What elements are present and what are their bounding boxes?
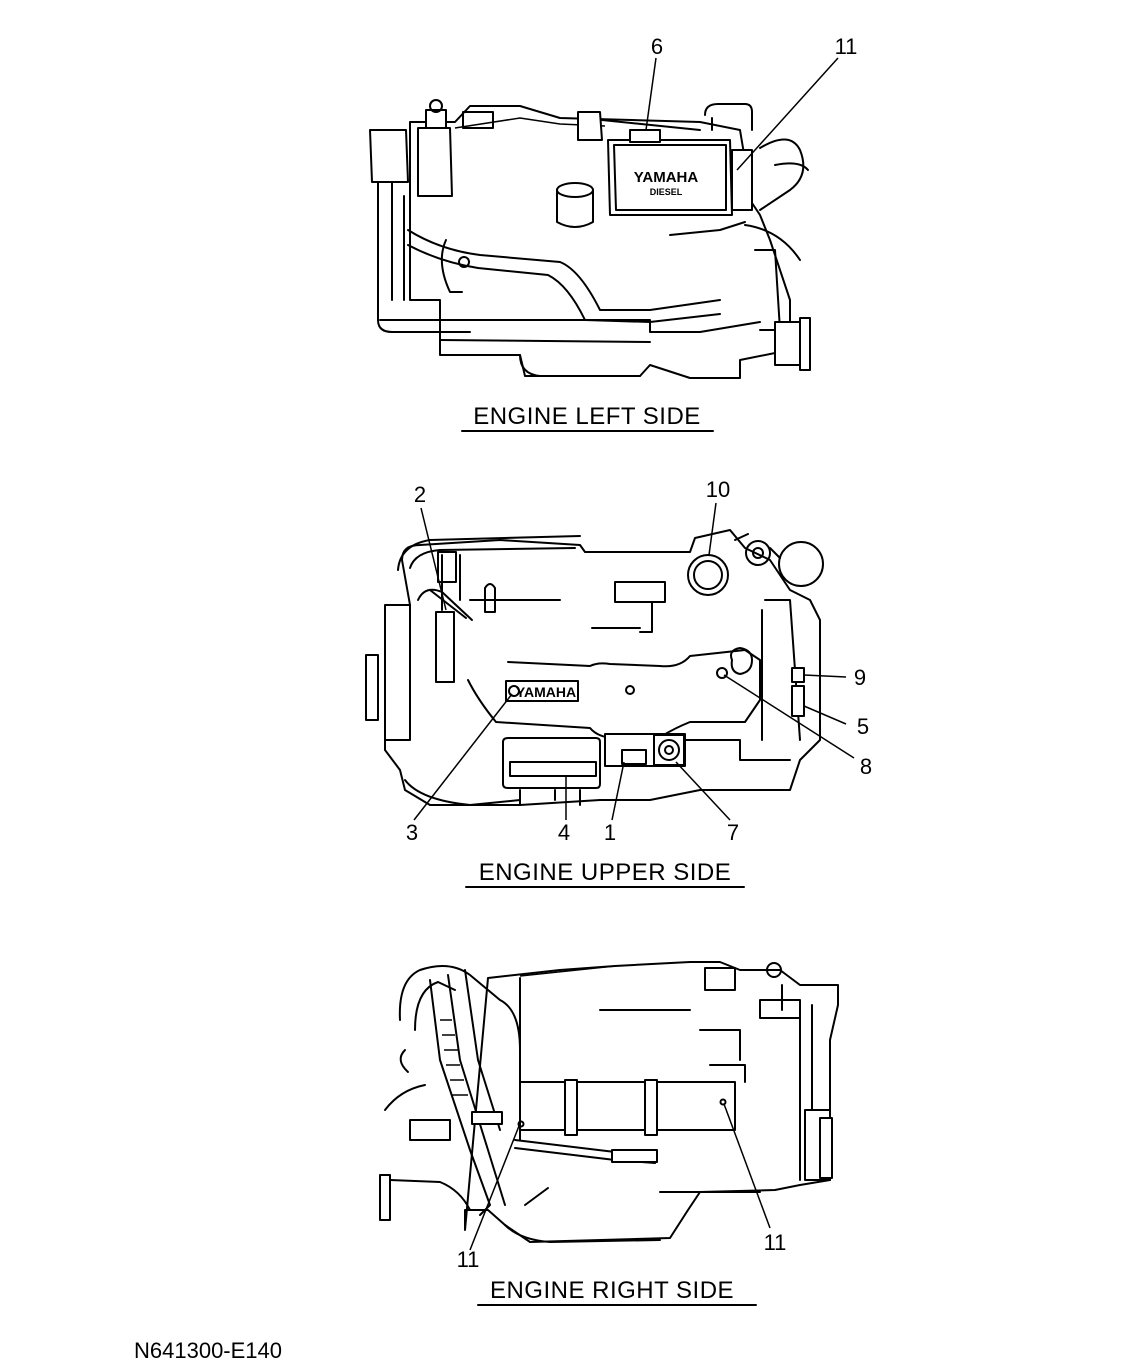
engine-right-side-drawing: [379, 961, 839, 1243]
engine-right-side-view: 11 11 ENGINE RIGHT SIDE: [379, 961, 839, 1306]
callout-8: 8: [860, 754, 872, 779]
left-view-brand-label: YAMAHA: [634, 169, 699, 186]
callout-7: 7: [727, 820, 739, 845]
callout-line-11-right-a: [469, 1125, 520, 1251]
caption-engine-upper-side: ENGINE UPPER SIDE: [479, 859, 732, 886]
callout-line-3: [413, 693, 513, 821]
callout-line-1: [611, 761, 625, 821]
callout-line-8: [723, 674, 855, 759]
engine-left-side-view: YAMAHA DIESEL 6 11 ENGINE LEFT SIDE: [369, 34, 858, 432]
engine-left-side-drawing: [369, 99, 811, 379]
left-view-brand-sub-label: DIESEL: [650, 187, 683, 197]
caption-engine-right-side: ENGINE RIGHT SIDE: [490, 1277, 734, 1304]
callout-line-2: [420, 507, 447, 611]
callout-line-7: [675, 761, 731, 821]
engine-upper-side-drawing: [365, 529, 824, 806]
upper-view-brand-label: YAMAHA: [516, 684, 576, 700]
callout-line-11-left: [736, 57, 839, 171]
callout-10: 10: [706, 477, 730, 502]
callout-3: 3: [406, 820, 418, 845]
figure-code: N641300-E140: [134, 1338, 283, 1363]
caption-engine-left-side: ENGINE LEFT SIDE: [473, 403, 701, 430]
callout-11-right-b: 11: [764, 1230, 787, 1255]
callout-line-9: [803, 674, 847, 678]
callout-1: 1: [604, 820, 616, 845]
callout-5: 5: [857, 714, 869, 739]
callout-line-11-right-b: [723, 1103, 771, 1229]
callout-line-6: [645, 57, 657, 131]
callout-11-left: 11: [835, 34, 858, 59]
engine-upper-side-view: YAMAHA 2 10 9 5 8 3 4 1 7 ENGINE UPPER S…: [365, 477, 872, 888]
callout-2: 2: [414, 482, 426, 507]
callout-4: 4: [558, 820, 570, 845]
callout-line-5: [803, 705, 847, 725]
callout-9: 9: [854, 665, 866, 690]
callout-11-right-a: 11: [457, 1247, 480, 1272]
callout-6: 6: [651, 34, 663, 59]
callout-line-10: [708, 502, 717, 556]
